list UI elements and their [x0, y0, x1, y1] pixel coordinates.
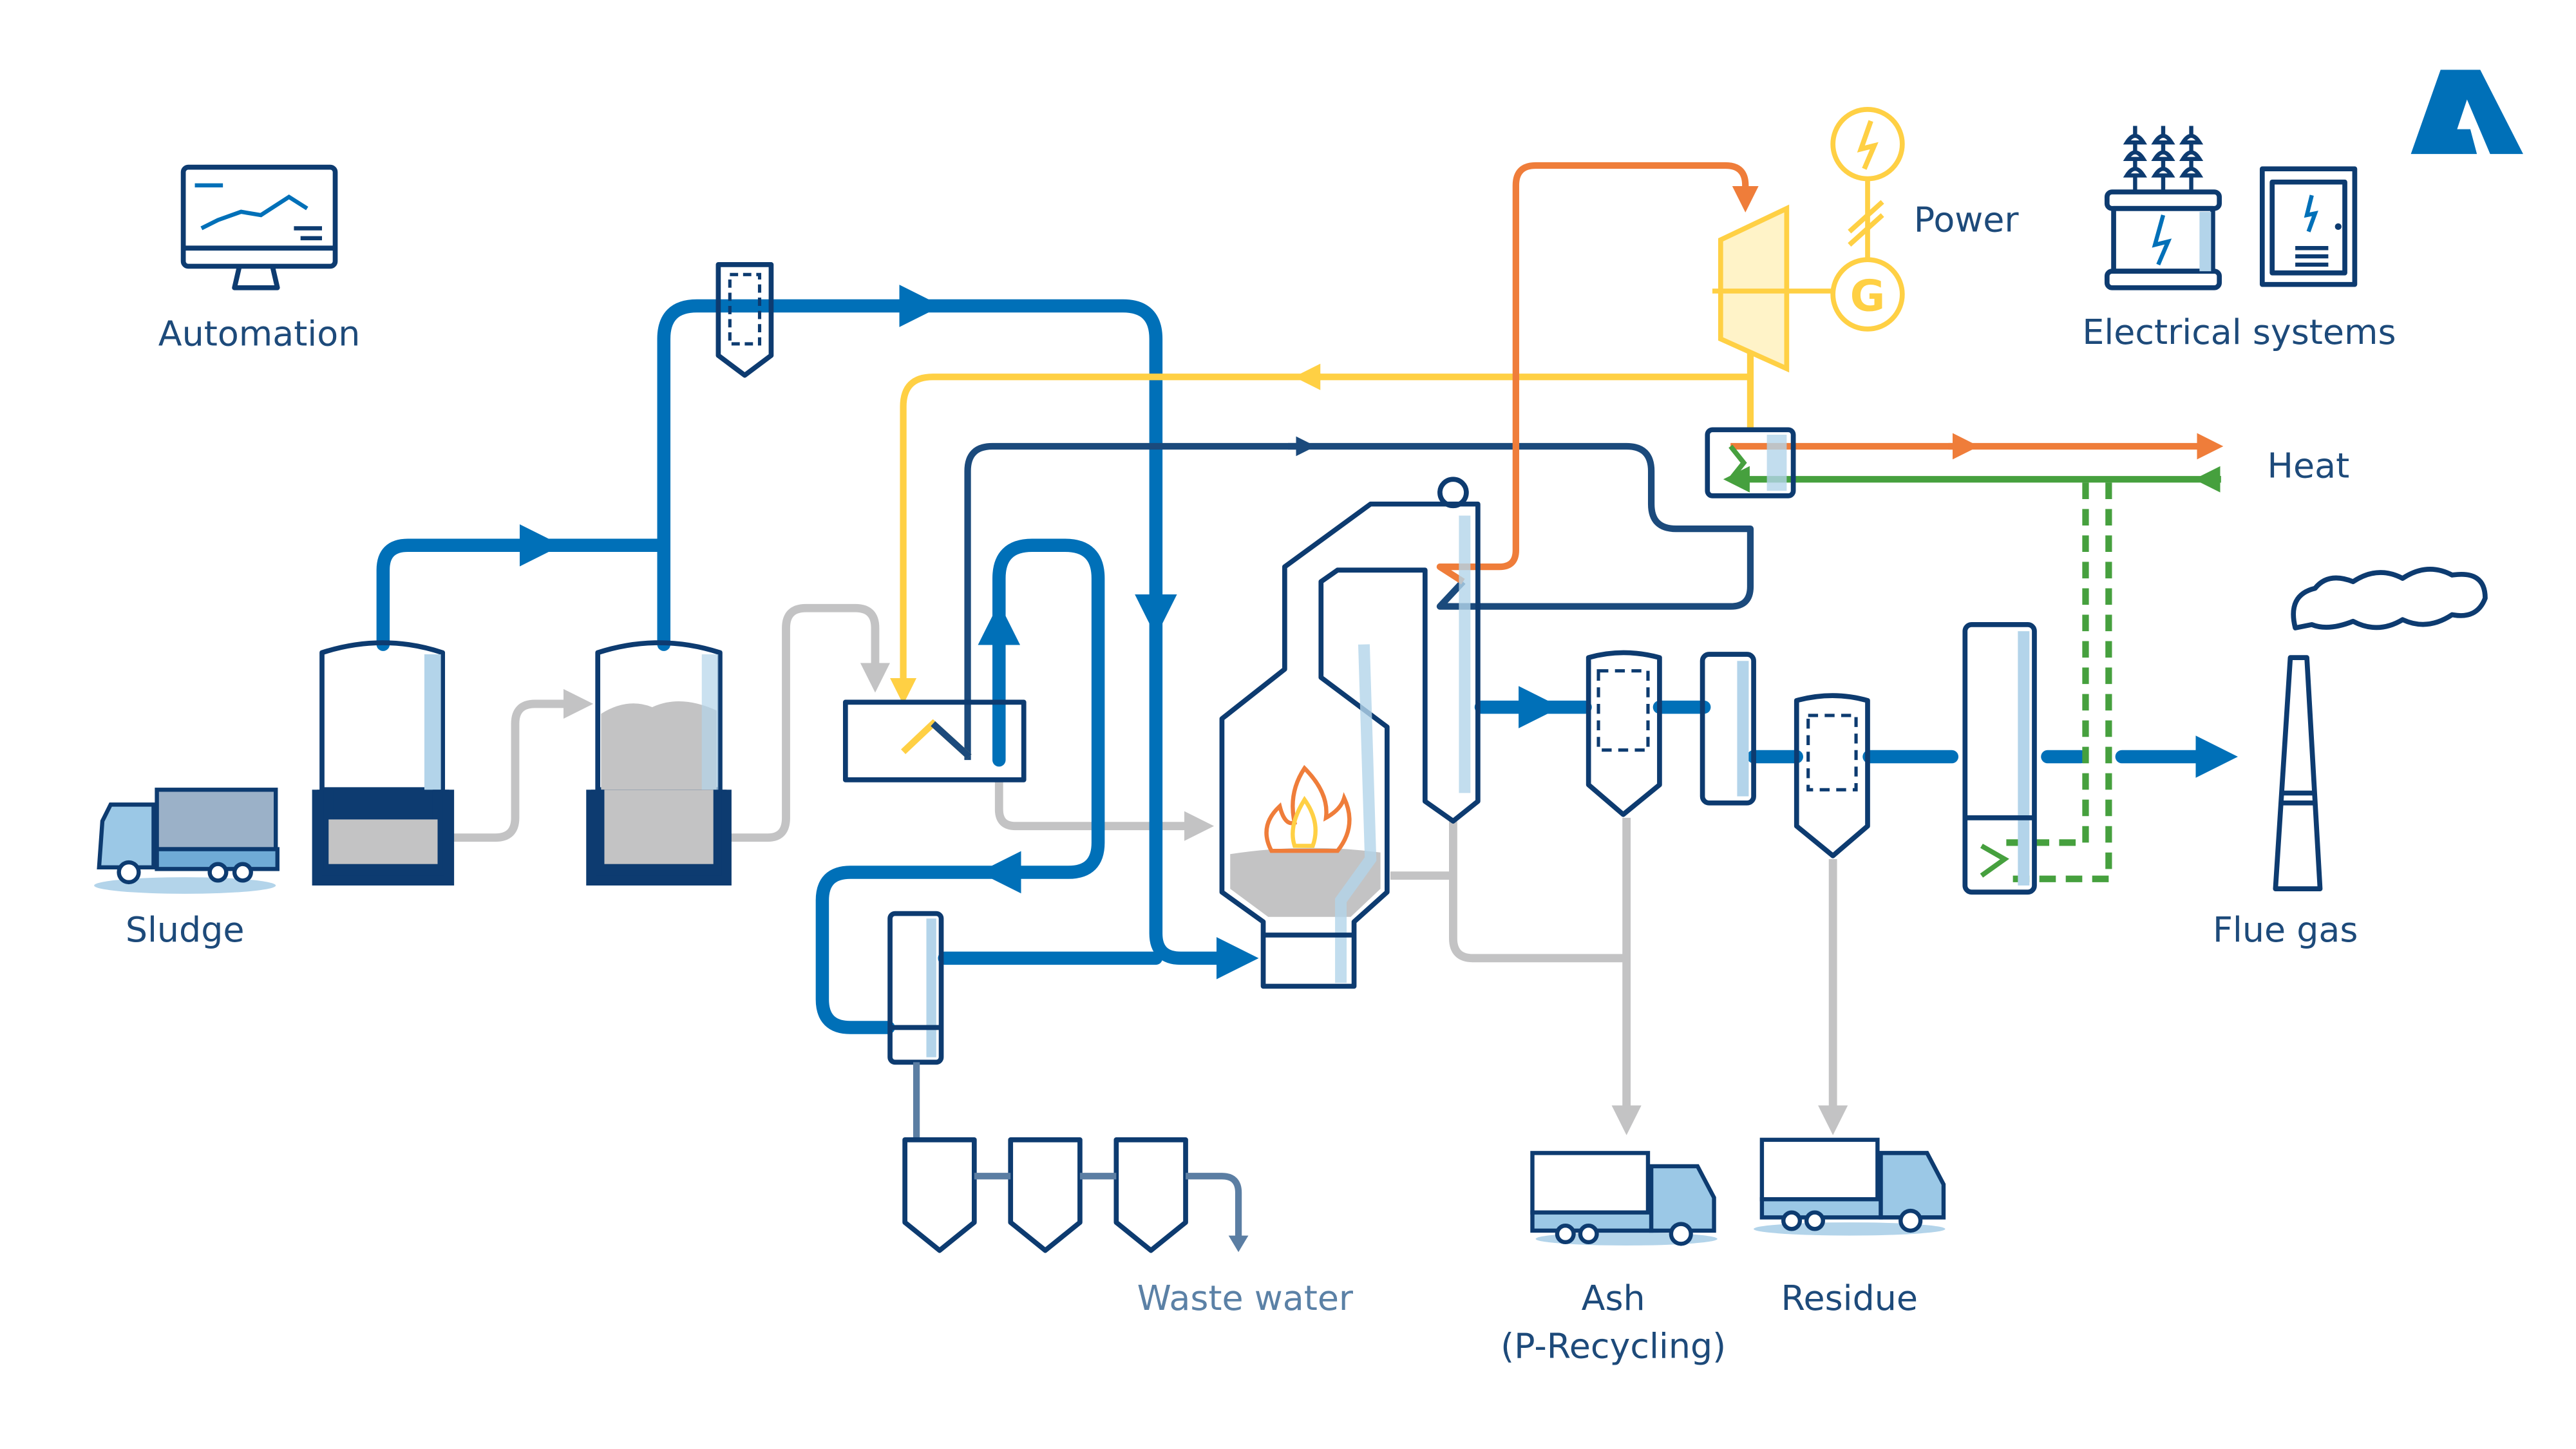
- logo: [2410, 70, 2523, 155]
- electrical-systems-label: Electrical systems: [2082, 312, 2396, 352]
- waste-water-label: Waste water: [1137, 1278, 1354, 1318]
- pipe-filter: [715, 262, 774, 378]
- yellow-line: [890, 374, 1750, 705]
- monitor-chart-icon: [180, 164, 338, 290]
- ash-label: Ash: [1582, 1278, 1645, 1318]
- turbine: [1712, 204, 1833, 373]
- steam-line: [1436, 162, 1759, 585]
- sludge-label: Sludge: [126, 909, 245, 950]
- solids-flow-lines: [454, 603, 1848, 1135]
- flue-gas-label: Flue gas: [2213, 909, 2358, 950]
- incinerator-boiler: [1219, 477, 1481, 989]
- district-heat-exchanger: [1705, 427, 1796, 498]
- heat-exchanger: [842, 699, 1027, 782]
- transformer-icon: [2104, 126, 2222, 290]
- automation-label: Automation: [158, 314, 361, 354]
- generator-icon: G: [1830, 178, 1905, 332]
- flame-icon: [1264, 764, 1352, 853]
- process-flow-lines: [376, 285, 2238, 1034]
- chimney-icon: [2273, 567, 2488, 891]
- navy-loop: [964, 442, 1754, 761]
- residue-truck-icon: [1754, 1137, 1946, 1236]
- ash-truck-icon: [1530, 1151, 1718, 1246]
- silo-2: [586, 640, 732, 886]
- sludge-truck-icon: [94, 788, 279, 894]
- generator-letter: G: [1850, 271, 1886, 321]
- silo-1: [312, 640, 455, 886]
- flue-gas-cleaning-units: [1586, 622, 2037, 895]
- lightning-icon: [1830, 107, 1905, 182]
- waste-water-units: [887, 911, 1249, 1253]
- ash-sublabel: (P-Recycling): [1501, 1325, 1726, 1366]
- switch-cabinet-icon: [2259, 166, 2358, 287]
- heat-label: Heat: [2268, 446, 2350, 486]
- power-label: Power: [1914, 200, 2020, 240]
- residue-label: Residue: [1781, 1278, 1918, 1318]
